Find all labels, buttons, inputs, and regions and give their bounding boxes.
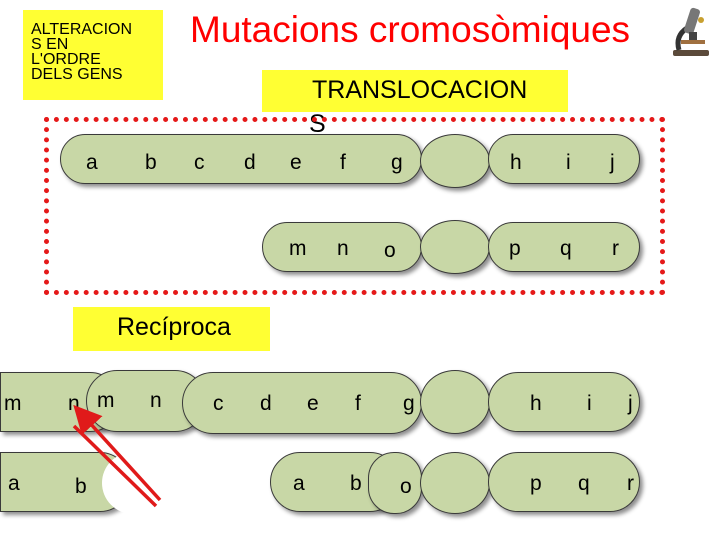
gene-label: d (244, 151, 256, 174)
cross-icon (72, 424, 158, 508)
gene-label: r (612, 237, 619, 260)
gene-label: e (307, 392, 319, 415)
slide-title: Mutacions cromosòmiques (190, 9, 631, 50)
corner-label-box: ALTERACION S EN L'ORDRE DELS GENS (23, 10, 163, 100)
gene-label: o (400, 475, 412, 498)
centromere (420, 452, 490, 514)
gene-label: b (75, 475, 87, 498)
microscope-icon (673, 7, 709, 56)
centromere (420, 370, 490, 434)
corner-label-line-1: ALTERACION (31, 21, 133, 38)
gene-label: r (627, 472, 634, 495)
translocation-type-box: Recíproca (73, 307, 270, 351)
corner-label-line-2: S EN (31, 36, 69, 53)
gene-label: q (560, 237, 572, 260)
gene-label: n (150, 389, 162, 412)
gene-label: g (403, 392, 415, 415)
corner-label: ALTERACION S EN L'ORDRE DELS GENS (31, 21, 161, 83)
section-label-box: TRANSLOCACION S (262, 70, 568, 137)
gene-label: m (4, 392, 22, 415)
gene-label: p (530, 472, 542, 495)
gene-label: j (610, 151, 615, 174)
gene-label: n (337, 237, 349, 260)
gene-label: b (350, 472, 362, 495)
gene-label: i (587, 392, 592, 415)
gene-label: g (391, 151, 403, 174)
chromosome-arm-short (368, 452, 422, 514)
centromere (420, 134, 490, 188)
gene-label: f (355, 392, 361, 415)
chromosome-arm-long (488, 372, 640, 432)
chromosome-arm-long (488, 452, 640, 512)
gene-label: a (293, 472, 305, 495)
gene-label: h (530, 392, 542, 415)
chromosome-arm-short (60, 134, 422, 184)
gene-label: j (628, 392, 633, 415)
gene-label: p (509, 237, 521, 260)
gene-label: b (145, 151, 157, 174)
original-pair-frame (44, 117, 665, 295)
gene-label: c (213, 392, 224, 415)
gene-label: a (86, 151, 98, 174)
gene-label: m (289, 237, 307, 260)
gene-label: d (260, 392, 272, 415)
gene-label: n (68, 392, 80, 415)
gene-label: f (340, 151, 346, 174)
gene-label: c (194, 151, 205, 174)
section-label: TRANSLOCACION (312, 76, 528, 104)
corner-label-line-4: DELS GENS (31, 66, 123, 83)
translocation-type-label: Recíproca (117, 313, 231, 341)
gene-label: o (384, 239, 396, 262)
gene-label: h (510, 151, 522, 174)
gene-label: a (8, 472, 20, 495)
gene-label: e (290, 151, 302, 174)
centromere (420, 220, 490, 274)
gene-label: i (566, 151, 571, 174)
translocation-arrow-icon (73, 404, 162, 502)
corner-label-line-3: L'ORDRE (31, 51, 101, 68)
chromosome-arm-long (488, 222, 640, 272)
chromosome-arm-long (488, 134, 640, 184)
chromosome-arm-short (182, 372, 422, 434)
gene-label: q (578, 472, 590, 495)
